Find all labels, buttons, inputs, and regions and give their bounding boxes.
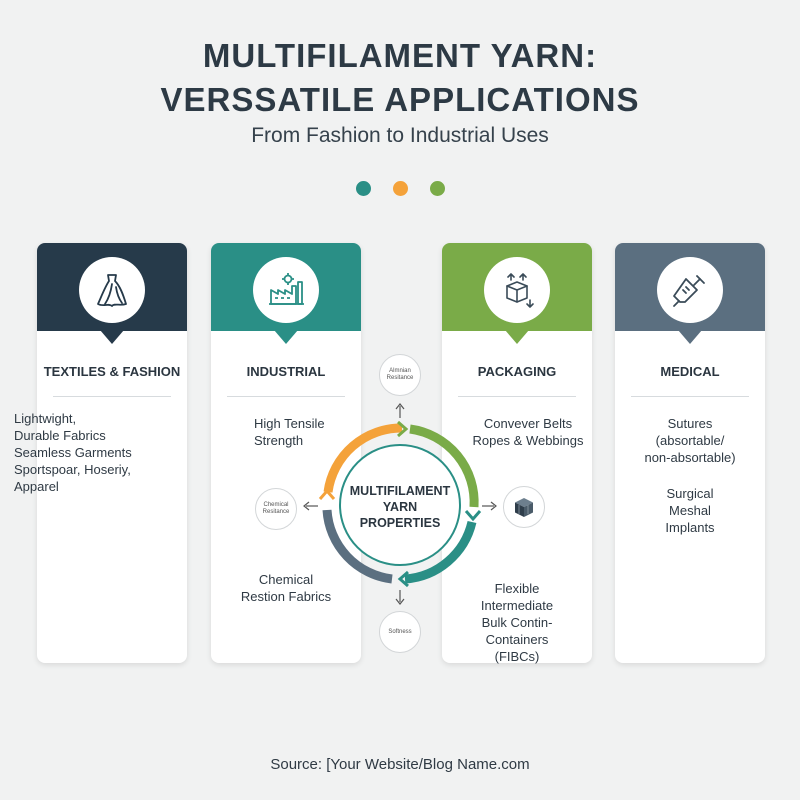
card-title: INDUSTRIAL: [246, 364, 326, 379]
chevron-left-icon: [397, 570, 409, 588]
card-packaging: PACKAGING: [442, 243, 592, 663]
page-subtitle: From Fashion to Industrial Uses: [251, 124, 549, 147]
satellite-label: Resitance: [262, 509, 290, 515]
decorative-dots: [356, 181, 445, 196]
page-title: MULTIFILAMENT YARN: VERSSATILE APPLICATI…: [0, 34, 800, 122]
box-arrows-icon: [484, 257, 550, 323]
center-label-line: PROPERTIES: [359, 516, 441, 530]
text-line: Strength: [254, 433, 304, 448]
packaging-block-1: Convever Belts Ropes & Webbings: [463, 415, 593, 449]
satellite-bottom: Softness: [379, 611, 421, 653]
text-line: Sutures: [667, 416, 713, 431]
cube-icon: [515, 498, 533, 517]
text-line: Apparel: [14, 479, 59, 494]
divider: [458, 396, 576, 397]
card-title: TEXTILES & FASHION: [43, 364, 181, 379]
divider: [227, 396, 345, 397]
text-line: High Tensile: [254, 416, 325, 431]
satellite-label: Resitance: [386, 375, 414, 381]
packaging-block-2: Flexible Intermediate Bulk Contin- Conta…: [462, 580, 572, 665]
text-line: Chemical: [258, 572, 314, 587]
dot-green: [430, 181, 445, 196]
divider: [53, 396, 171, 397]
ring-arc-slate: [322, 509, 393, 584]
text-line: Durable Fabrics: [14, 428, 106, 443]
syringe-icon: [657, 257, 723, 323]
chevron-up-icon: [318, 488, 336, 500]
text-line: Containers (FIBCs): [485, 632, 549, 664]
industrial-block-1: High Tensile Strength: [254, 415, 364, 449]
title-line-1: MULTIFILAMENT YARN:: [202, 37, 598, 74]
text-line: Restion Fabrics: [240, 589, 332, 604]
divider: [631, 396, 749, 397]
satellite-label: Softness: [388, 628, 412, 635]
text-line: Ropes & Webbings: [472, 433, 584, 448]
card-title: MEDICAL: [660, 364, 720, 379]
dot-teal: [356, 181, 371, 196]
medical-block-1: Sutures (absortable/ non-absortable): [615, 415, 765, 466]
card-industrial: INDUSTRIAL: [211, 243, 361, 663]
card-textiles-fashion: TEXTILES & FASHION Lightwight, Durable F…: [14, 243, 187, 663]
satellite-right: [503, 486, 545, 528]
factory-icon: [253, 257, 319, 323]
center-label-line: YARN: [382, 500, 418, 514]
text-line: Convever Belts: [483, 416, 573, 431]
ring-arc-orange: [323, 423, 403, 493]
industrial-block-2: Chemical Restion Fabrics: [226, 571, 346, 605]
chevron-right-icon: [397, 420, 409, 438]
text-line: Bulk Contin-: [481, 615, 553, 630]
satellite-label: Almnian: [389, 368, 411, 374]
dot-orange: [393, 181, 408, 196]
text-line: Implants: [665, 520, 715, 535]
satellite-top: Almnian Resitance: [379, 354, 421, 396]
text-line: Sportspoar, Hoseriy,: [14, 462, 131, 477]
center-circle: [339, 444, 461, 566]
center-label-line: MULTIFILAMENT: [349, 484, 451, 498]
source-credit: Source: [Your Website/Blog Name.com: [270, 756, 530, 773]
text-line: Surgical: [666, 486, 714, 501]
text-line: Seamless Garments: [14, 445, 132, 460]
satellite-label: Chemical: [263, 502, 289, 508]
card-title: PACKAGING: [477, 364, 557, 379]
title-line-2: VERSSATILE APPLICATIONS: [160, 81, 640, 118]
text-line: Flexible: [494, 581, 540, 596]
text-line: Intermediate: [480, 598, 554, 613]
properties-ring: [303, 403, 497, 605]
text-line: non-absortable): [644, 450, 736, 465]
ring-arc-teal: [404, 520, 477, 584]
text-line: Meshal: [669, 503, 711, 518]
medical-block-2: Surgical Meshal Implants: [615, 485, 765, 536]
text-line: Lightwight,: [14, 411, 77, 426]
card-medical: MEDICAL: [615, 243, 765, 663]
center-label: MULTIFILAMENT YARN PROPERTIES: [340, 483, 460, 531]
card-body: Lightwight, Durable Fabrics Seamless Gar…: [14, 410, 132, 495]
satellite-left: Chemical Resitance: [255, 488, 297, 530]
chevron-down-icon: [464, 510, 482, 522]
dress-icon: [79, 257, 145, 323]
ring-arc-green: [409, 424, 479, 508]
text-line: (absortable/: [655, 433, 725, 448]
